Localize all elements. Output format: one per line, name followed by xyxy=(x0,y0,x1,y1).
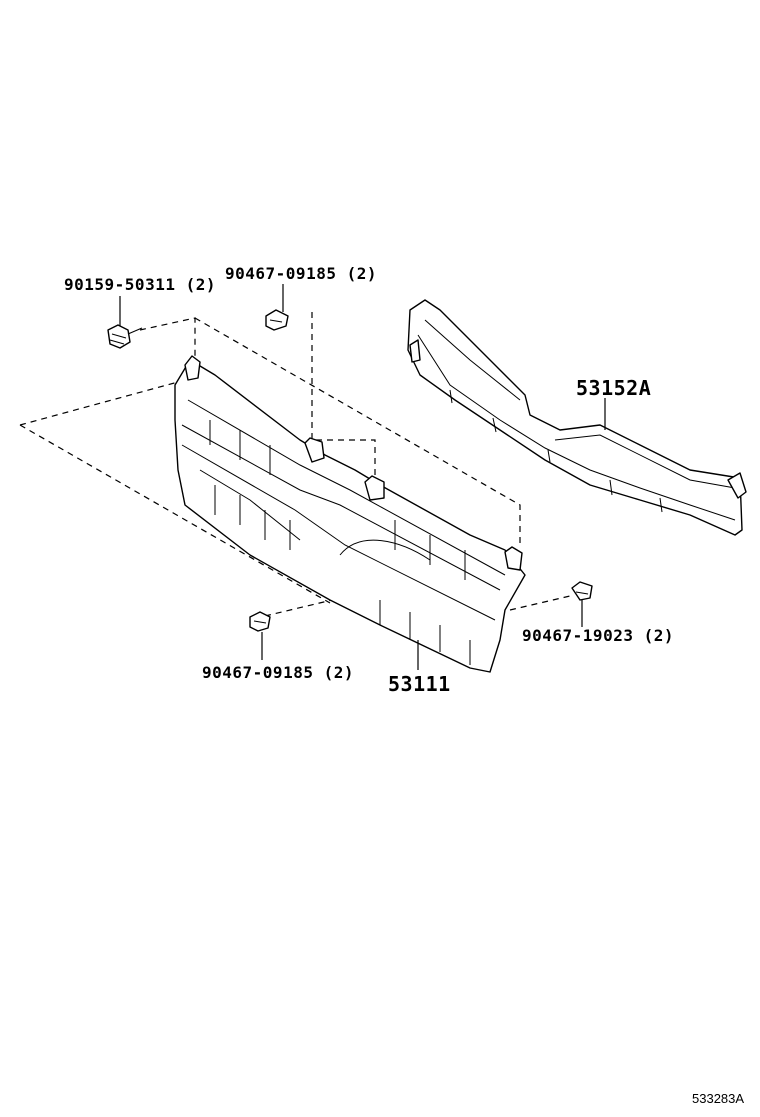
radiator-grille-53111 xyxy=(174,355,526,673)
clip-icon-top xyxy=(265,309,289,331)
grille-molding-53152A xyxy=(407,299,747,536)
leader-lines xyxy=(119,284,606,670)
label-clip-90467-09185-top: 90467-09185 (2) xyxy=(225,264,377,283)
label-bolt-90159-50311: 90159-50311 (2) xyxy=(64,275,216,294)
clip-icon-right xyxy=(571,581,593,601)
bolt-icon xyxy=(107,324,143,349)
diagram-reference-code: 533283A xyxy=(692,1091,745,1106)
label-clip-90467-09185-bottom: 90467-09185 (2) xyxy=(202,663,354,682)
label-part-53152A: 53152A xyxy=(576,376,652,400)
clip-icon-bottom xyxy=(249,611,271,632)
label-part-53111: 53111 xyxy=(388,672,451,696)
label-clip-90467-19023: 90467-19023 (2) xyxy=(522,626,674,645)
